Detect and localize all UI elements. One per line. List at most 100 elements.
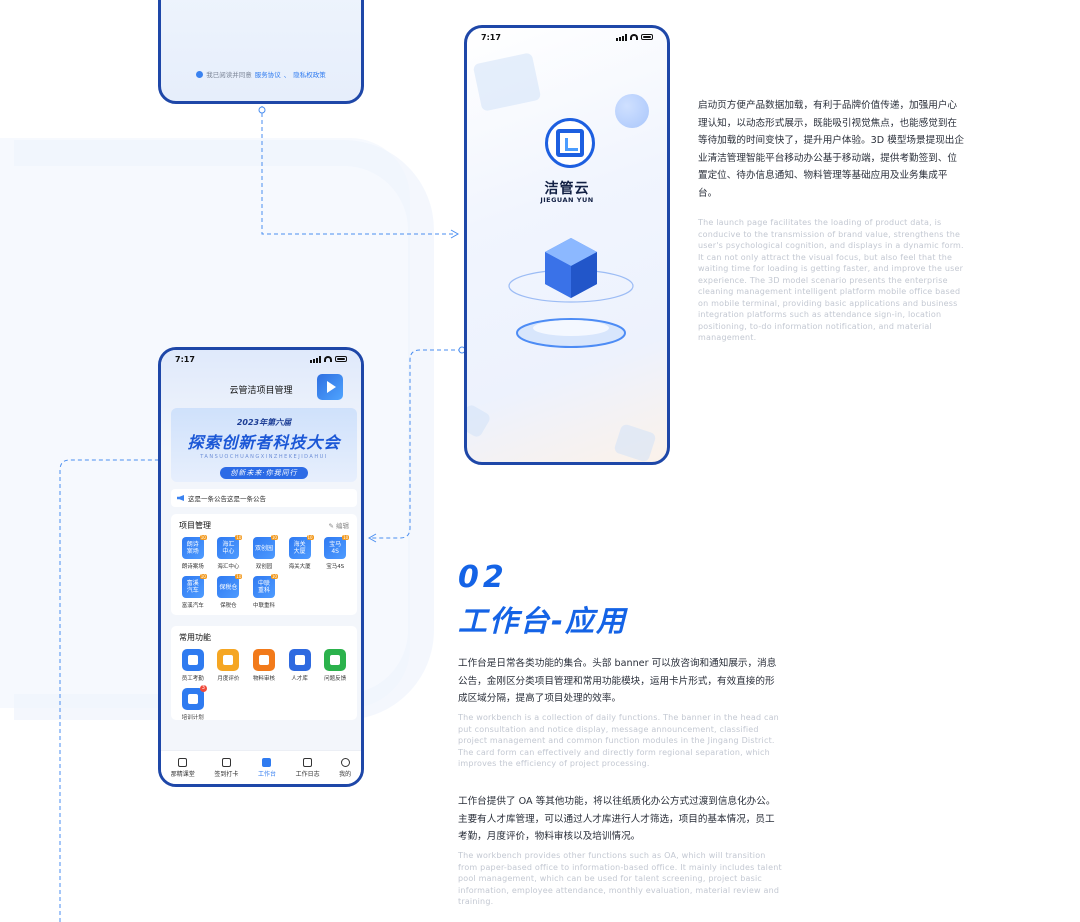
functions-card: 常用功能 员工考勤 月度评价 物料审核 人才库 问题反馈 3 培训计划 — [171, 626, 357, 721]
service-agreement-link[interactable]: 服务协议 — [254, 71, 281, 79]
project-icon-text: 富溪 汽车 — [186, 580, 199, 594]
tab-item[interactable]: 我的 — [339, 757, 352, 778]
grid-icon — [262, 757, 272, 767]
project-icon-text: 宝马 4S — [329, 541, 342, 555]
project-card-title: 项目管理 — [179, 521, 211, 530]
function-item[interactable]: 员工考勤 — [175, 649, 211, 682]
project-label: 双创园 — [255, 564, 273, 570]
project-tag: 10 — [270, 574, 278, 579]
project-icon-text: 中联 重科 — [257, 580, 270, 594]
status-time: 7:17 — [175, 354, 195, 364]
bottom-tab-bar: 那精课堂 签到打卡工作台 工作日志 我的 — [161, 750, 361, 784]
project-tag: 10 — [235, 535, 243, 540]
signal-icon — [616, 33, 627, 41]
log-icon — [303, 757, 313, 767]
function-item[interactable]: 3 培训计划 — [175, 685, 211, 721]
tab-label: 我的 — [339, 770, 352, 778]
function-label: 问题反馈 — [324, 676, 347, 682]
battery-icon — [335, 356, 347, 362]
project-label: 中联重科 — [252, 603, 275, 609]
speaker-icon — [177, 495, 184, 501]
project-label: 宝马4S — [326, 564, 345, 570]
brand-name: 洁管云 — [544, 181, 590, 197]
check-icon[interactable] — [196, 70, 204, 78]
decor-card — [613, 423, 657, 462]
function-label: 员工考勤 — [181, 676, 204, 682]
privacy-policy-link[interactable]: 隐私权政策 — [293, 71, 326, 79]
tab-label: 那精课堂 — [170, 770, 195, 778]
3d-cube-scene — [508, 238, 634, 348]
function-item[interactable]: 问题反馈 — [317, 649, 353, 682]
tab-item[interactable]: 那精课堂 — [170, 757, 195, 778]
tab-label: 工作日志 — [295, 770, 320, 778]
splash-description-cn: 启动页方便产品数据加载，有利于品牌价值传递，加强用户心理认知，以动态形式展示，既… — [698, 100, 964, 199]
function-label: 月度评价 — [217, 676, 240, 682]
edit-button[interactable]: ✎ 编辑 — [328, 522, 349, 530]
user-icon — [340, 757, 350, 767]
battery-icon — [641, 34, 653, 40]
project-label: 海关大厦 — [288, 564, 311, 570]
functions-grid: 员工考勤 月度评价 物料审核 人才库 问题反馈 3 培训计划 — [171, 649, 357, 727]
decor-bubble — [615, 94, 649, 128]
project-icon-text: 海关 大厦 — [293, 541, 306, 555]
agreement-row[interactable]: 我已阅读并同意服务协议、隐私权政策 — [161, 69, 361, 79]
signal-icon — [310, 355, 321, 363]
project-icon-text: 海汇 中心 — [222, 541, 235, 555]
project-label: 保税仓 — [220, 603, 237, 609]
notice-text: 这是一条公告这是一条公告 — [188, 495, 266, 503]
event-banner[interactable]: 2023年第六届 探索创新者科技大会 TANSUOCHUANGXINZHEKEJ… — [171, 408, 357, 482]
connector-splash-to-work — [372, 349, 462, 539]
status-bar: 7:17 — [467, 28, 667, 46]
agreement-separator: 、 — [283, 71, 291, 79]
talent-icon — [288, 649, 311, 671]
workbench-description-2-cn: 工作台提供了 OA 等其他功能，将以往纸质化办公方式过渡到信息化办公。主要有人才… — [458, 796, 776, 842]
splash-description-en: The launch page facilitates the loading … — [698, 218, 964, 342]
banner-pinyin: TANSUOCHUANGXINZHEKEJIDAHUI — [200, 454, 328, 460]
workbench-description-1-en: The workbench is a collection of daily f… — [458, 713, 779, 768]
play-icon[interactable] — [317, 374, 343, 400]
section-title: 工作台-应用 — [458, 604, 628, 638]
project-tag: 10 — [306, 535, 314, 540]
status-time: 7:17 — [481, 32, 501, 42]
tab-label: 工作台 — [257, 770, 276, 778]
workbench-description-2-en: The workbench provides other functions s… — [458, 851, 782, 906]
function-item[interactable]: 人才库 — [282, 649, 318, 682]
wifi-icon — [324, 356, 332, 362]
status-bar: 7:17 — [161, 350, 361, 368]
feedback-icon — [324, 649, 347, 671]
connector-top-to-splash — [261, 106, 455, 235]
function-item[interactable]: 月度评价 — [211, 649, 247, 682]
function-item[interactable]: 物料审核 — [246, 649, 282, 682]
functions-card-title: 常用功能 — [179, 633, 211, 642]
project-label: 朗诗案场 — [181, 564, 204, 570]
checkin-icon — [221, 757, 231, 767]
shield-check-icon — [181, 649, 204, 671]
tab-item[interactable]: 工作日志 — [295, 757, 320, 778]
phone-workbench: 7:17 云管洁项目管理 2023年第六届 探索创新者科技大会 TANSUOCH… — [158, 347, 364, 787]
project-tag: 10 — [199, 535, 207, 540]
decor-card — [467, 403, 492, 439]
tab-item[interactable]: 工作台 — [257, 757, 276, 778]
function-label: 培训计划 — [181, 715, 204, 721]
notice-bar[interactable]: 这是一条公告这是一条公告 — [171, 489, 357, 507]
tab-item[interactable]: 签到打卡 — [214, 757, 238, 778]
person-card-icon — [252, 649, 275, 671]
phone-splash: 7:17 洁管云 JIEGUAN YUN — [464, 25, 670, 465]
function-label: 人才库 — [291, 676, 308, 682]
book-icon — [178, 757, 188, 767]
